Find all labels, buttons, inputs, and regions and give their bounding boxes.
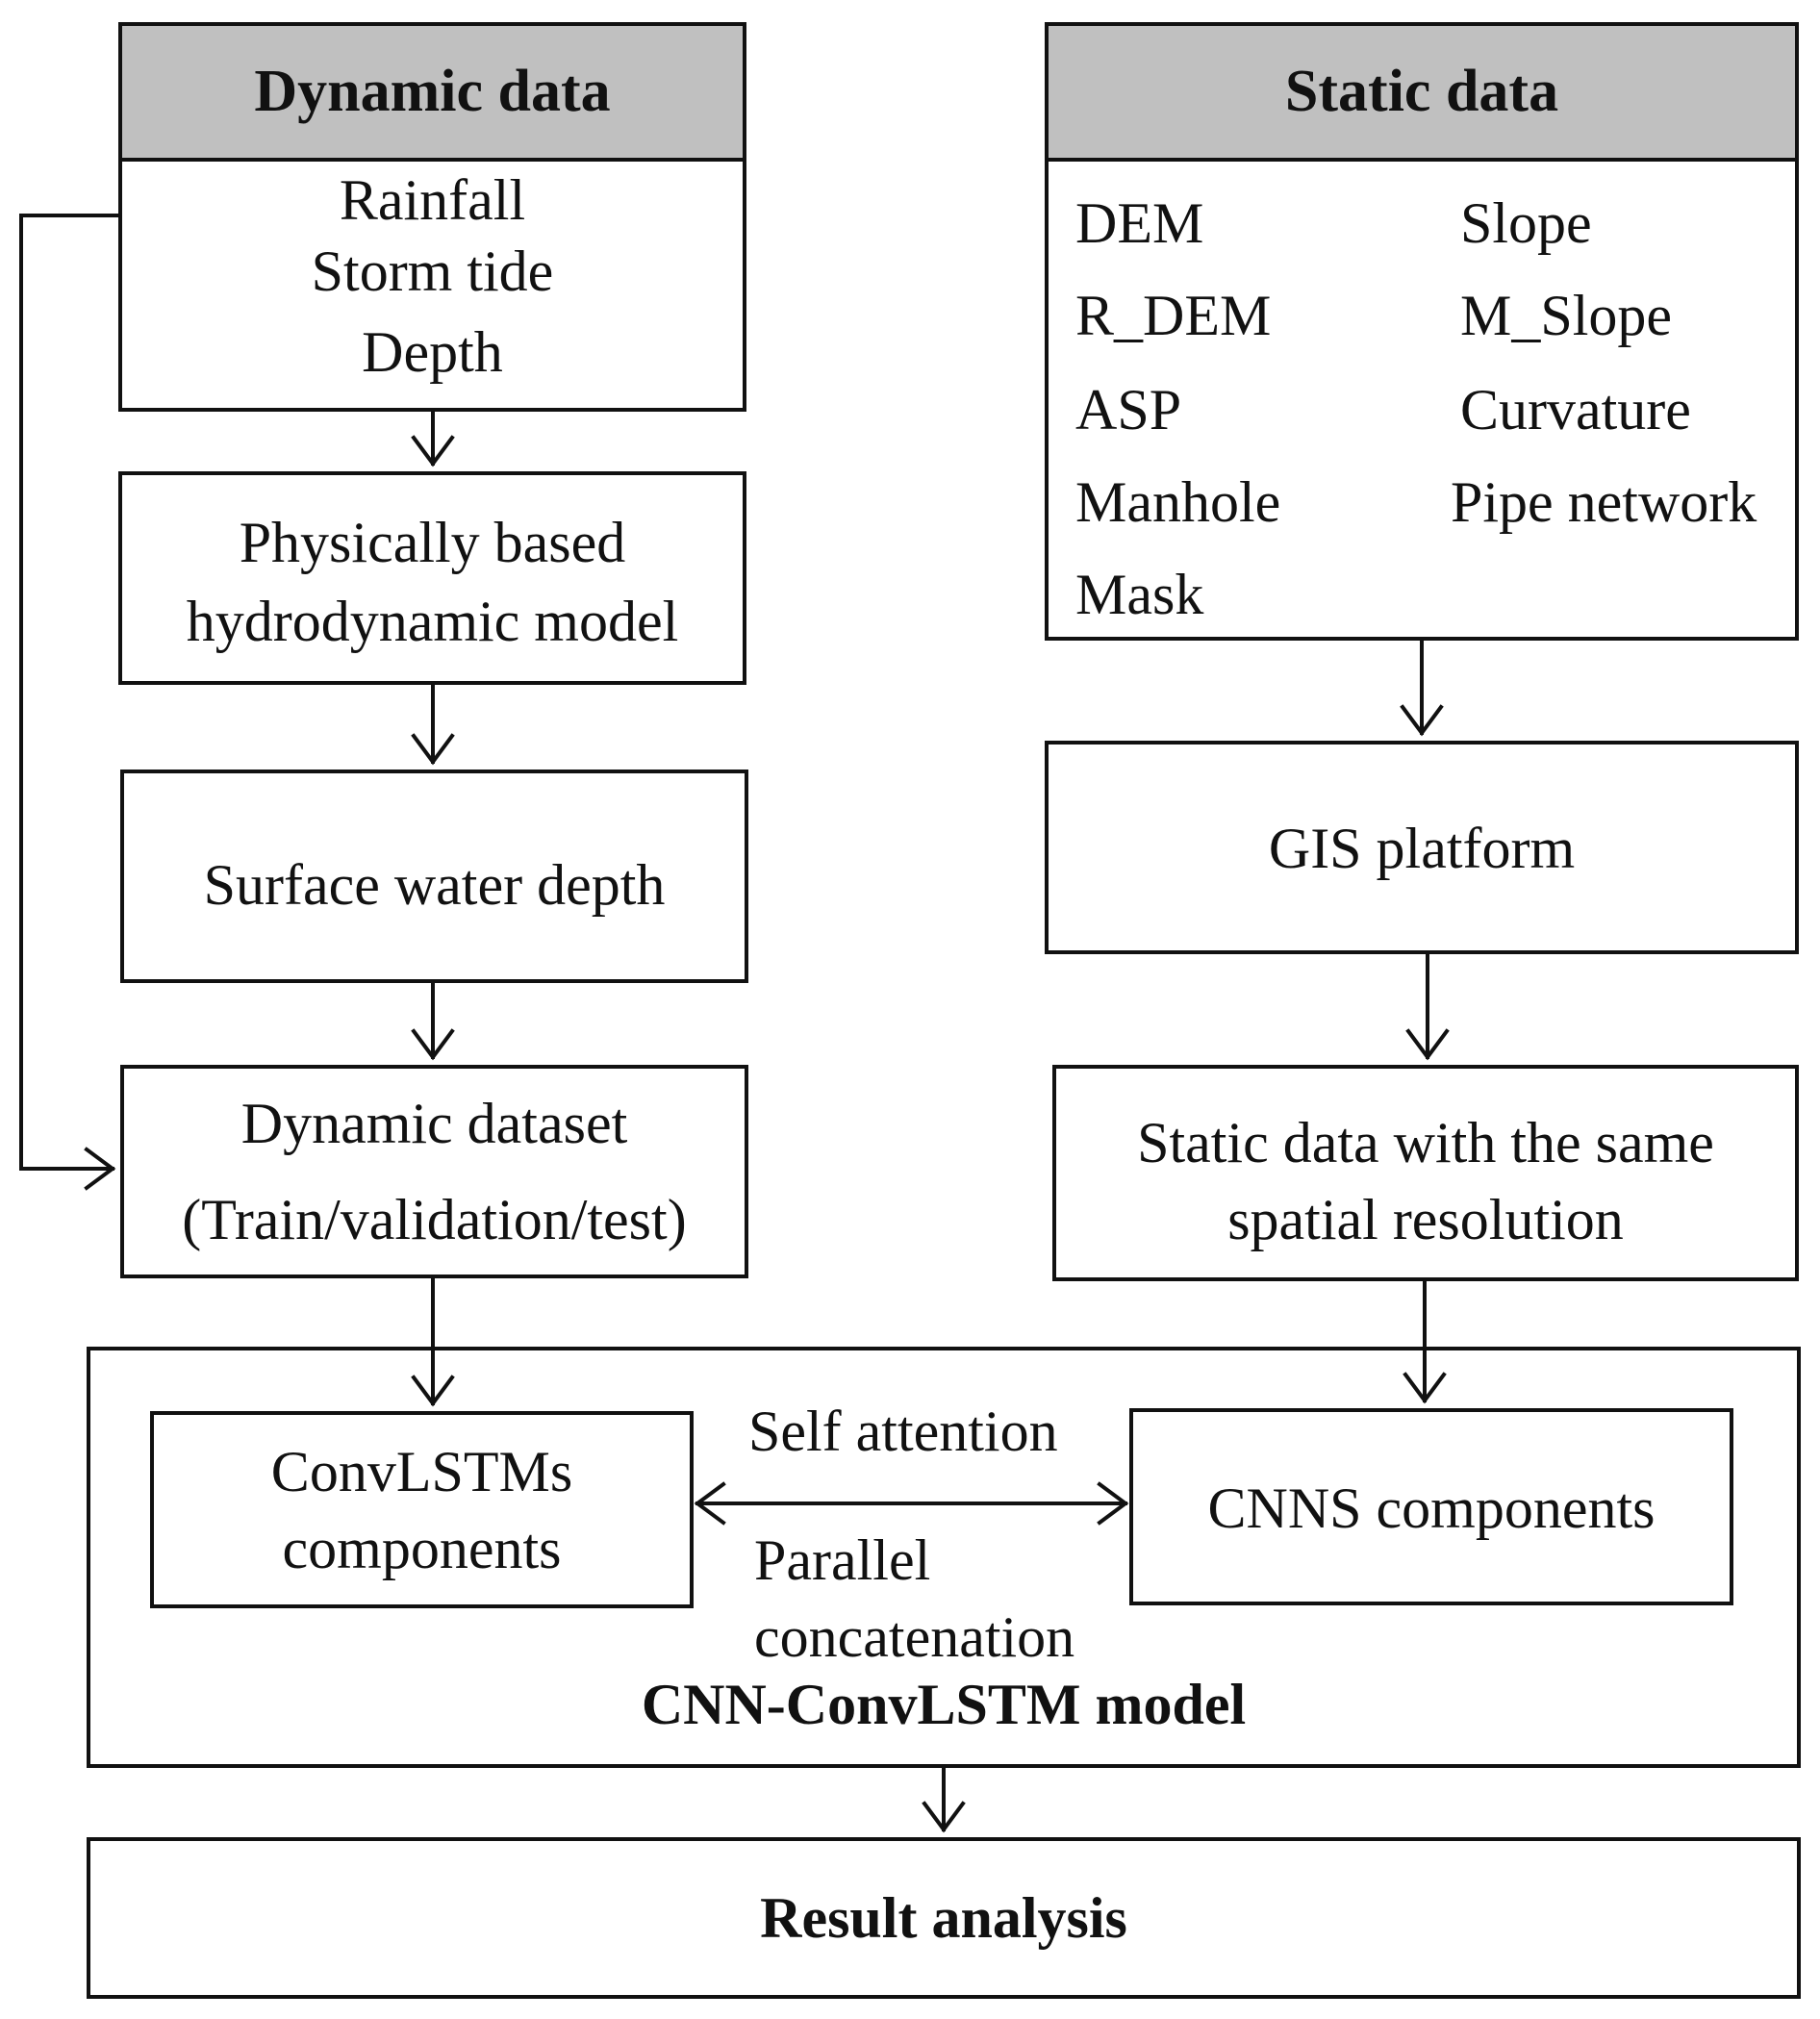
static-data-box xyxy=(1045,158,1799,641)
dynamic-item-storm-tide: Storm tide xyxy=(311,240,554,303)
arrowhead-model-to-result xyxy=(922,1801,966,1833)
arrowhead-dynamic-to-model xyxy=(411,435,455,467)
arrow-bypass-dynamic xyxy=(19,214,120,1171)
dynamic-data-title: Dynamic data xyxy=(254,59,611,124)
static-same-res-line2: spatial resolution xyxy=(1227,1188,1624,1251)
physical-model-line1: Physically based xyxy=(239,511,626,574)
static-item-asp: ASP xyxy=(1075,378,1182,442)
dynamic-dataset-line2: (Train/validation/test) xyxy=(182,1188,687,1251)
static-item-manhole: Manhole xyxy=(1075,470,1281,534)
arrowhead-static-to-gis xyxy=(1400,704,1444,737)
arrowhead-model-to-depth xyxy=(411,733,455,766)
convlstm-line1: ConvLSTMs xyxy=(270,1440,573,1503)
static-same-res-line1: Static data with the same xyxy=(1137,1111,1714,1174)
result-label: Result analysis xyxy=(760,1886,1127,1950)
arrowhead-bypass-dynamic xyxy=(84,1147,116,1191)
gis-platform-box xyxy=(1045,741,1799,954)
static-data-title: Static data xyxy=(1284,59,1559,124)
static-item-slope: Slope xyxy=(1460,191,1592,255)
gis-platform-label: GIS platform xyxy=(1268,817,1576,880)
parallel-concat-line1: Parallel xyxy=(754,1528,931,1592)
self-attention-label: Self attention xyxy=(748,1400,1058,1463)
result-box xyxy=(87,1837,1801,1999)
static-item-m-slope: M_Slope xyxy=(1460,284,1673,347)
arrowhead-bidirectional-right xyxy=(1097,1481,1129,1526)
convlstm-box xyxy=(150,1411,694,1608)
arrowhead-bidirectional-left xyxy=(694,1481,726,1526)
dynamic-dataset-box xyxy=(120,1065,748,1278)
static-same-res-box xyxy=(1052,1065,1799,1281)
dynamic-data-header: Dynamic data xyxy=(118,22,746,162)
arrowhead-depth-to-dataset xyxy=(411,1028,455,1061)
cnns-box xyxy=(1129,1408,1733,1605)
static-item-dem: DEM xyxy=(1075,191,1204,255)
physical-model-line2: hydrodynamic model xyxy=(186,590,679,653)
cnns-label: CNNS components xyxy=(1207,1476,1656,1540)
surface-depth-label: Surface water depth xyxy=(203,853,666,917)
static-item-mask: Mask xyxy=(1075,563,1204,626)
convlstm-line2: components xyxy=(282,1517,562,1580)
arrowhead-gis-to-sameres xyxy=(1405,1028,1450,1061)
static-item-r-dem: R_DEM xyxy=(1075,284,1272,347)
arrowhead-dataset-to-convlstm xyxy=(411,1375,455,1407)
static-data-header: Static data xyxy=(1045,22,1799,162)
parallel-concat-line2: concatenation xyxy=(754,1605,1075,1669)
arrowhead-sameres-to-cnns xyxy=(1403,1372,1447,1404)
dynamic-dataset-line1: Dynamic dataset xyxy=(240,1092,628,1155)
dynamic-item-depth: Depth xyxy=(362,320,503,384)
static-item-pipe-network: Pipe network xyxy=(1451,470,1757,534)
static-item-curvature: Curvature xyxy=(1460,378,1691,442)
model-title: CNN-ConvLSTM model xyxy=(641,1673,1247,1736)
dynamic-item-rainfall: Rainfall xyxy=(339,168,526,232)
